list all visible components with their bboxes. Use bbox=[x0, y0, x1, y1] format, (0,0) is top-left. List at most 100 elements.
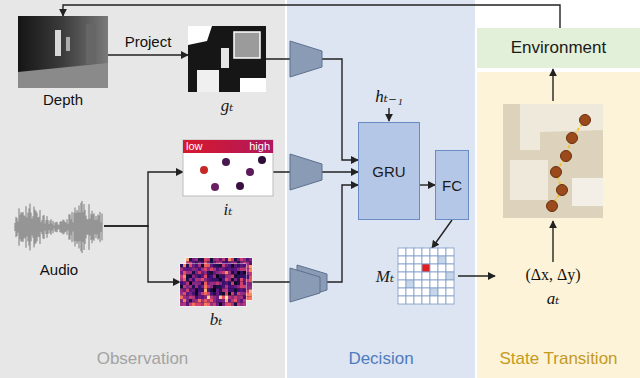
spectrogram-picture bbox=[198, 292, 201, 296]
spectrogram-picture bbox=[207, 268, 210, 272]
spectrogram-picture bbox=[186, 271, 189, 275]
spectrogram-picture bbox=[228, 278, 231, 282]
action-delta-label: (Δx, Δy) bbox=[525, 266, 580, 284]
waveform-picture bbox=[45, 223, 46, 230]
spectrogram-picture bbox=[240, 296, 243, 300]
spectrogram-picture bbox=[222, 282, 225, 286]
spectrogram-picture bbox=[231, 271, 234, 275]
spectrogram-picture bbox=[195, 303, 198, 307]
spectrogram-picture bbox=[180, 292, 183, 296]
spectrogram-picture bbox=[216, 289, 219, 293]
spectrogram-picture bbox=[189, 282, 192, 286]
trajectory-picture bbox=[557, 185, 568, 196]
action-grid-picture bbox=[398, 296, 406, 304]
waveform-picture bbox=[53, 221, 54, 233]
spectrogram-picture bbox=[225, 275, 228, 279]
spectrogram-picture bbox=[210, 296, 213, 300]
spectrogram-picture bbox=[210, 278, 213, 282]
depth-picture bbox=[66, 37, 70, 51]
waveform-picture bbox=[65, 222, 66, 232]
action-grid-picture bbox=[398, 248, 454, 304]
waveform-picture bbox=[21, 212, 22, 241]
node-text: Audio bbox=[14, 261, 104, 278]
map-picture bbox=[221, 48, 229, 68]
math-label: aₜ bbox=[547, 288, 560, 309]
spectrogram-picture bbox=[216, 292, 219, 296]
waveform-picture bbox=[30, 204, 31, 251]
waveform-picture bbox=[79, 206, 80, 249]
waveform-picture bbox=[38, 218, 39, 237]
spectrogram-picture bbox=[216, 271, 219, 275]
spectrogram-picture bbox=[216, 258, 219, 262]
spectrogram-picture bbox=[219, 278, 222, 282]
waveform-picture bbox=[40, 210, 41, 244]
spectrogram-picture bbox=[219, 271, 222, 275]
encoder-symbol bbox=[290, 41, 327, 302]
action-grid-picture bbox=[406, 280, 414, 288]
waveform-picture bbox=[59, 225, 60, 229]
waveform-picture bbox=[82, 201, 83, 253]
waveform-picture bbox=[91, 214, 92, 240]
spectrogram-picture bbox=[237, 299, 240, 303]
spectrogram-picture bbox=[207, 303, 210, 307]
action-grid-picture bbox=[438, 272, 446, 280]
spectrogram-picture bbox=[225, 271, 228, 275]
spectrogram-picture bbox=[219, 264, 222, 268]
action-grid-picture bbox=[406, 256, 414, 264]
spectrogram-picture bbox=[249, 265, 252, 269]
map-picture bbox=[240, 78, 266, 92]
spectrogram-picture bbox=[198, 258, 201, 262]
action-grid-picture bbox=[414, 256, 422, 264]
spectrogram-picture bbox=[195, 285, 198, 289]
waveform-picture bbox=[23, 212, 24, 242]
spectrogram-picture bbox=[186, 296, 189, 300]
spectrogram-picture bbox=[189, 258, 192, 262]
spectrogram-picture bbox=[243, 278, 246, 282]
action-grid-picture bbox=[446, 248, 454, 256]
spectrogram-picture bbox=[192, 292, 195, 296]
waveform-picture bbox=[94, 213, 95, 240]
waveform-picture bbox=[101, 222, 102, 232]
spectrogram-picture bbox=[204, 292, 207, 296]
image-caption: gₜ bbox=[188, 92, 266, 116]
waveform-picture bbox=[33, 216, 34, 238]
action-grid-picture bbox=[430, 288, 438, 296]
spectrogram-picture bbox=[213, 271, 216, 275]
spectrogram-picture bbox=[195, 296, 198, 300]
action-grid-picture bbox=[438, 288, 446, 296]
spectrogram-picture bbox=[246, 272, 249, 276]
spectrogram-picture bbox=[234, 303, 237, 307]
action-grid-picture bbox=[406, 288, 414, 296]
waveform-picture bbox=[35, 210, 36, 244]
spectrogram-picture bbox=[219, 282, 222, 286]
spectrogram-picture bbox=[201, 271, 204, 275]
spectrogram-picture bbox=[186, 264, 189, 268]
spectrogram-picture bbox=[213, 264, 216, 268]
spectrogram-picture bbox=[246, 262, 249, 266]
waveform-picture bbox=[75, 208, 76, 247]
waveform-picture bbox=[17, 218, 18, 236]
spectrogram-picture bbox=[210, 292, 213, 296]
spectrogram-picture bbox=[222, 275, 225, 279]
intensity-picture bbox=[200, 166, 208, 174]
spectrogram-picture bbox=[198, 275, 201, 279]
spectrogram-picture bbox=[180, 289, 183, 293]
spectrogram-picture bbox=[219, 258, 222, 262]
spectrogram-picture bbox=[180, 275, 183, 279]
spectrogram-picture bbox=[240, 299, 243, 303]
spectrogram-picture bbox=[240, 271, 243, 275]
spectrogram-picture bbox=[207, 299, 210, 303]
waveform-picture bbox=[85, 210, 86, 244]
spectrogram-picture bbox=[249, 272, 252, 276]
spectrogram-picture bbox=[243, 289, 246, 293]
waveform-picture bbox=[34, 207, 35, 248]
spectrogram-picture bbox=[219, 289, 222, 293]
spectrogram-picture bbox=[231, 296, 234, 300]
waveform-picture bbox=[28, 213, 29, 242]
spectrogram-picture bbox=[198, 303, 201, 307]
spectrogram-picture bbox=[225, 299, 228, 303]
action-grid-picture bbox=[406, 248, 414, 256]
spectrogram-picture bbox=[249, 290, 252, 294]
spectrogram-picture bbox=[246, 283, 249, 287]
action-grid-picture bbox=[422, 296, 430, 304]
